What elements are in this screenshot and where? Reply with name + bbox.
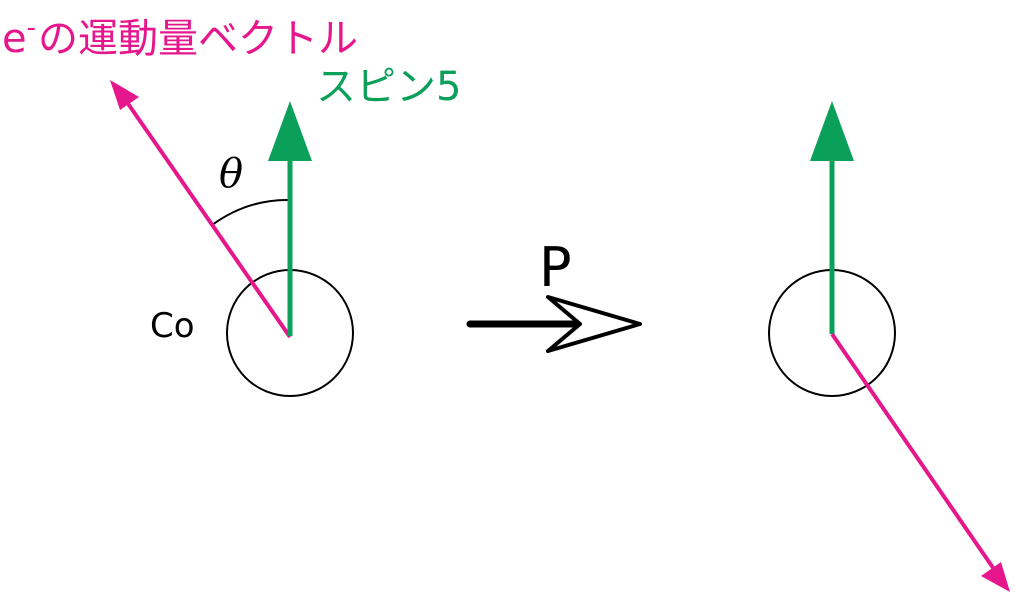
momentum-vector-right xyxy=(830,332,1000,577)
spin-arrowhead-left xyxy=(268,101,312,161)
momentum-arrowhead-right xyxy=(981,562,1010,592)
angle-arc xyxy=(211,198,291,226)
momentum-arrowhead-left xyxy=(110,80,139,110)
momentum-vector-label: e-の運動量ベクトル xyxy=(2,13,358,62)
angle-theta-label: θ xyxy=(219,151,243,197)
momentum-label-electron: e xyxy=(2,16,27,62)
spin-arrowhead-right xyxy=(810,101,854,161)
momentum-vector-left xyxy=(120,93,292,339)
transform-arrowhead xyxy=(546,295,642,353)
momentum-label-charge: - xyxy=(27,13,36,43)
momentum-label-text: の運動量ベクトル xyxy=(38,16,358,62)
spin-label: スピン5 xyxy=(316,64,461,110)
co-label: Co xyxy=(150,306,195,346)
parity-operator-label: P xyxy=(539,236,572,299)
